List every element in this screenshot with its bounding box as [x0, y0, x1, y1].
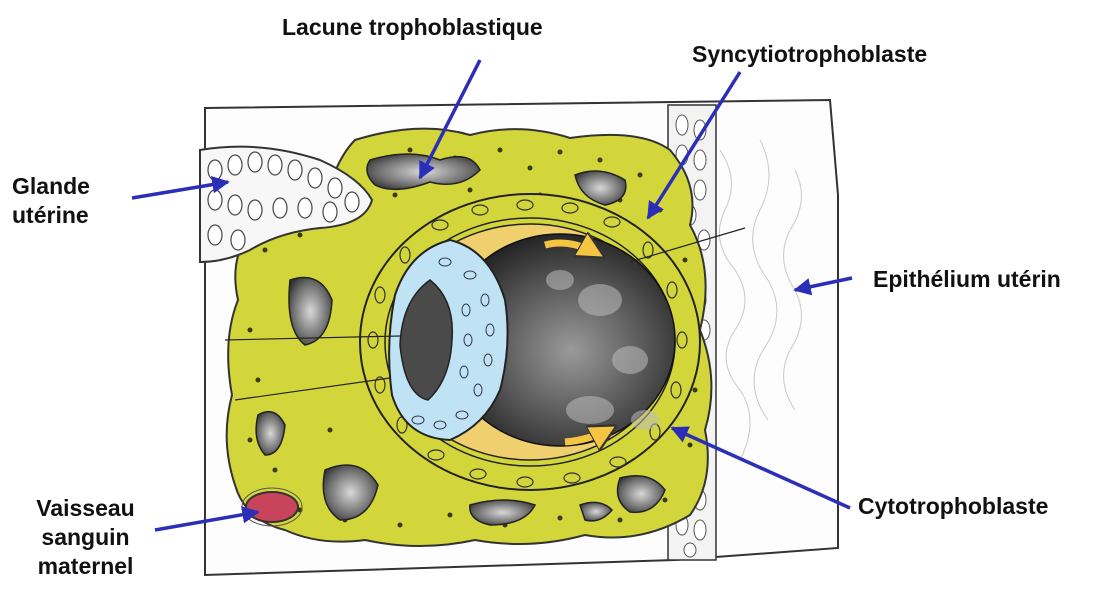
- label-vaisseau-line1: Vaisseau: [18, 494, 153, 523]
- label-glande-line1: Glande: [12, 172, 90, 201]
- label-vaisseau-line3: maternel: [18, 552, 153, 581]
- maternal-blood-vessel: [246, 492, 298, 522]
- label-vaisseau-line2: sanguin: [18, 523, 153, 552]
- label-glande-uterine: Glande utérine: [12, 172, 90, 230]
- label-epithelium-uterin: Epithélium utérin: [873, 265, 1061, 294]
- label-lacune-trophoblastique: Lacune trophoblastique: [282, 13, 543, 42]
- label-cytotrophoblaste: Cytotrophoblaste: [858, 492, 1048, 521]
- label-vaisseau-sanguin-maternel: Vaisseau sanguin maternel: [18, 494, 153, 581]
- label-glande-line2: utérine: [12, 201, 90, 230]
- label-syncytiotrophoblaste: Syncytiotrophoblaste: [692, 40, 927, 69]
